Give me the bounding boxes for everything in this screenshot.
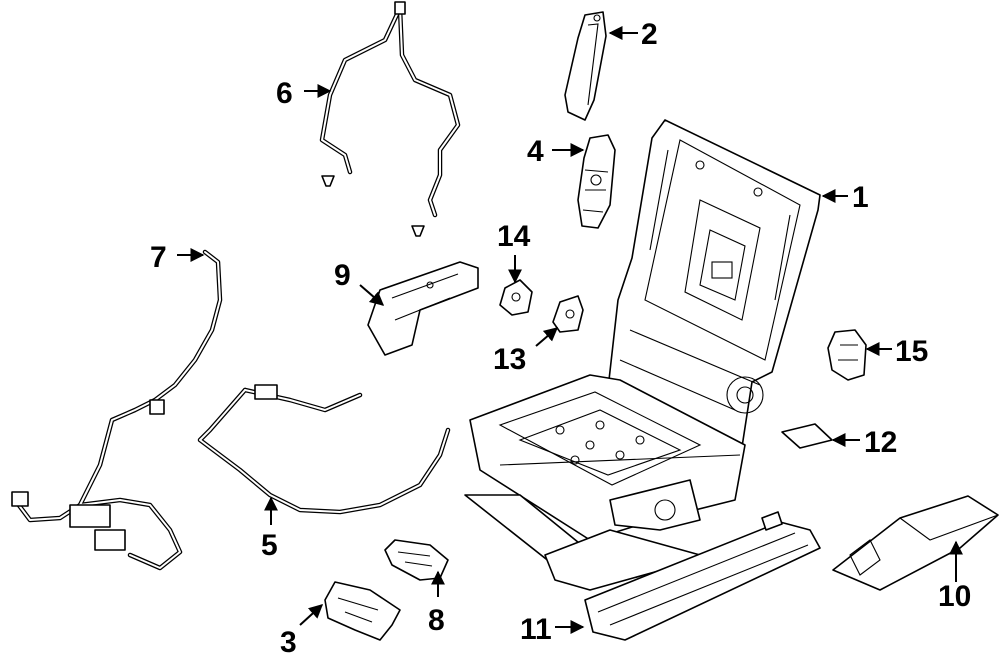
callout-4-label: 4 [527,135,544,168]
callout-3-label: 3 [280,626,297,659]
part-13-bracket[interactable] [552,295,584,333]
part-5-cable[interactable] [197,384,451,515]
callout-6-label: 6 [276,77,293,110]
callout-5: 5 [261,496,278,562]
part-4-latch[interactable] [577,134,616,229]
callout-4: 4 [527,135,585,168]
callout-5-label: 5 [261,529,278,562]
callout-8: 8 [428,570,445,637]
callout-15: 15 [865,335,928,368]
callout-13: 13 [493,327,559,376]
callout-1: 1 [821,181,869,214]
callout-12-label: 12 [864,426,897,459]
callout-13-label: 13 [493,343,526,376]
part-14-clip[interactable] [499,279,533,316]
part-8-switch-module[interactable] [384,539,449,581]
callout-9: 9 [334,259,385,306]
part-9-side-bracket[interactable] [367,261,479,356]
callout-14-label: 14 [497,220,531,253]
callout-11: 11 [520,613,585,646]
callout-3: 3 [280,604,324,659]
callout-12: 12 [831,426,897,459]
callout-10-label: 10 [938,580,971,613]
callout-11-label: 11 [520,613,552,646]
part-3-bracket[interactable] [324,581,401,641]
callout-15-label: 15 [895,335,928,368]
part-7-wiring-harness[interactable] [11,249,223,571]
seat-cushion-frame [464,374,746,591]
part-2-bracket[interactable] [564,11,607,121]
part-10-track-cover[interactable] [832,495,999,591]
callout-6: 6 [276,77,332,110]
part-11-rail[interactable] [584,511,821,641]
part-15-cover[interactable] [827,329,867,381]
callout-7-label: 7 [150,241,167,274]
callout-14: 14 [497,220,531,284]
callout-1-label: 1 [852,181,869,214]
callout-10: 10 [938,540,971,613]
callout-7: 7 [150,241,205,274]
callout-8-label: 8 [428,604,445,637]
callout-2-label: 2 [641,18,658,51]
part-6-wiring-harness[interactable] [319,1,461,237]
callout-9-label: 9 [334,259,351,292]
part-12-pad[interactable] [781,423,833,449]
callout-2: 2 [608,18,658,51]
